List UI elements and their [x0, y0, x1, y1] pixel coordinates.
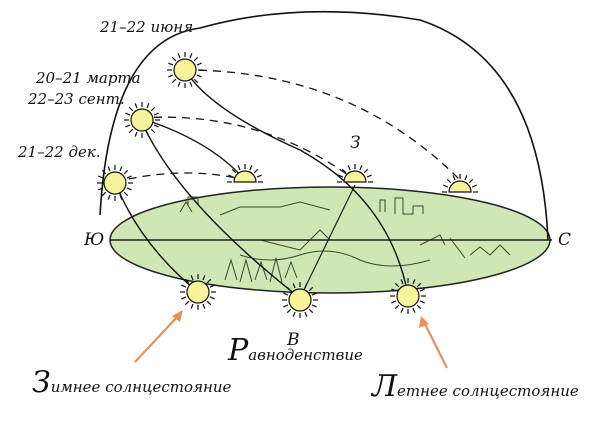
sun-winter-sunset-icon	[227, 164, 263, 183]
summer-path-front	[184, 69, 409, 296]
winter-path-front	[114, 181, 199, 293]
direction-east: В	[287, 330, 300, 350]
summer-path-back	[184, 69, 461, 181]
sun-equinox-sunrise-icon	[282, 282, 318, 318]
date-label-winter: 21–22 дек.	[18, 143, 101, 161]
caption-summer-text: етнее солнцестояние	[397, 382, 579, 400]
meridian-arc	[99, 10, 549, 241]
sun-winter-sunrise-icon	[180, 274, 216, 310]
winter-arrowhead	[172, 310, 183, 322]
caption-summer: Летнее солнцестояние	[372, 372, 579, 402]
caption-winter-text: имнее солнцестояние	[50, 378, 232, 396]
date-label-spring: 20–21 марта	[36, 69, 141, 87]
direction-south: Ю	[84, 230, 105, 250]
sun-summer-sunset-icon	[442, 174, 478, 193]
winter-path-back	[114, 172, 246, 183]
sun-summer-sunrise-icon	[390, 278, 426, 314]
caption-winter: Зимнее солнцестояние	[32, 368, 231, 398]
caption-summer-initial: Л	[372, 369, 398, 404]
east-west-line	[299, 184, 356, 299]
equinox-path-front	[139, 117, 301, 299]
direction-north: С	[558, 230, 572, 250]
caption-equinox: Равноденствие	[228, 336, 363, 366]
caption-winter-initial: З	[32, 365, 51, 400]
winter-arrow	[134, 315, 179, 363]
sun-winter-noon-icon	[97, 165, 133, 201]
summer-arrow	[424, 323, 448, 369]
date-label-summer: 21–22 июня	[100, 18, 194, 36]
sun-equinox-noon-icon	[124, 102, 160, 138]
equinox-path-back	[139, 116, 356, 181]
sun-summer-noon-icon	[167, 52, 203, 88]
direction-west: З	[350, 133, 361, 153]
caption-equinox-text: авноденствие	[248, 346, 363, 364]
arrows	[134, 310, 448, 369]
summer-arrowhead	[419, 316, 429, 328]
sun-equinox-sunset-icon	[337, 164, 373, 183]
caption-equinox-initial: Р	[228, 333, 249, 368]
connector-line	[139, 117, 246, 181]
date-label-autumn: 22–23 сент.	[28, 90, 125, 108]
